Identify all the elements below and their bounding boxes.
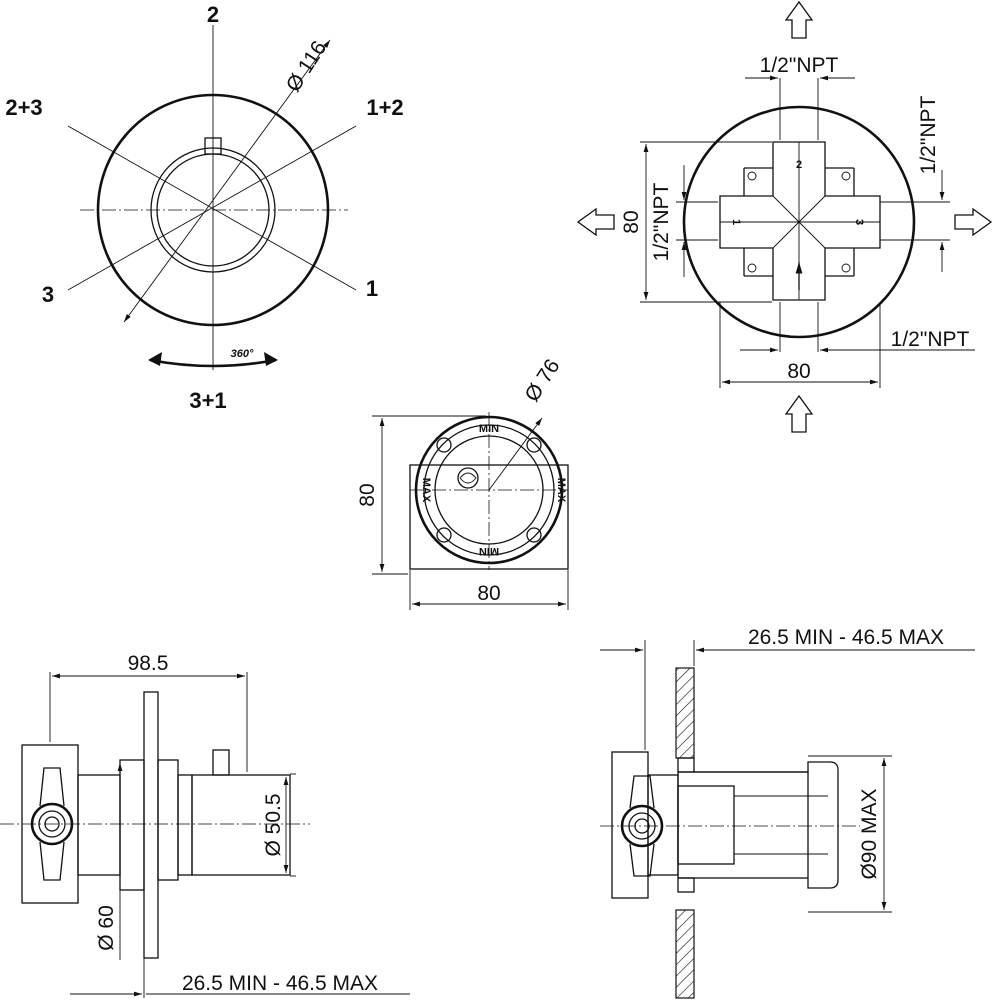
- arrow-up-icon: [784, 0, 814, 39]
- rotation-label: 360°: [231, 348, 254, 360]
- npt-left-label: 1/2"NPT: [650, 183, 673, 262]
- arrow-up-bottom-icon: [784, 394, 814, 433]
- port-label-1: 1: [730, 219, 742, 225]
- port-label-3: 3: [853, 219, 865, 225]
- view-front-scale: MIN MIN MAX MAX Ø 76 80 80: [356, 355, 569, 610]
- arrow-right-icon: [954, 207, 993, 237]
- view-side-elevation: 98.5 Ø 50.5 Ø 60 26.5 MIN - 46.5 MAX: [0, 652, 410, 998]
- dim-range-right: 26.5 MIN - 46.5 MAX: [748, 626, 944, 649]
- dim-diameter-90-max: Ø90 MAX: [858, 788, 881, 879]
- npt-top-label: 1/2"NPT: [760, 54, 839, 77]
- diameter-76-label: Ø 76: [521, 355, 565, 406]
- scale-max-right: MAX: [555, 478, 567, 503]
- wall-section-upper: [675, 667, 695, 759]
- position-label-3-1: 3+1: [189, 388, 226, 413]
- wall-section-lower: [675, 909, 695, 999]
- dim-length-98-5: 98.5: [128, 652, 169, 675]
- brand-logo-icon: [457, 467, 479, 489]
- position-label-2-3: 2+3: [5, 95, 42, 120]
- arrow-left-icon: [576, 207, 615, 237]
- scale-max-left: MAX: [420, 478, 432, 503]
- dim-diameter-50-5: Ø 50.5: [262, 793, 285, 856]
- diameter-116-label: Ø 116: [282, 37, 332, 96]
- dim-width-80-top: 80: [787, 360, 810, 383]
- scale-min-bottom: MIN: [479, 545, 499, 557]
- position-label-1-2: 1+2: [366, 95, 403, 120]
- view-handle-positions: 2 1+2 2+3 1 3 3+1 360° Ø 116: [5, 2, 403, 413]
- port-label-2: 2: [796, 159, 802, 171]
- view-wall-section: 26.5 MIN - 46.5 MAX Ø90 MAX: [600, 626, 975, 999]
- position-label-3: 3: [42, 282, 54, 307]
- position-label-2: 2: [207, 2, 219, 27]
- position-label-1: 1: [366, 276, 378, 301]
- scale-min-top: MIN: [479, 423, 499, 435]
- npt-right-label: 1/2"NPT: [917, 96, 940, 175]
- dim-height-80-middle: 80: [356, 483, 379, 506]
- dim-diameter-60: Ø 60: [95, 905, 118, 951]
- dim-width-80-middle: 80: [477, 582, 500, 605]
- npt-bottom-label: 1/2"NPT: [891, 328, 970, 351]
- dim-range-left: 26.5 MIN - 46.5 MAX: [182, 972, 378, 995]
- view-body-ports: 2 1 3 1/2"NPT 1/2"NPT 80 1/2"NPT 1/2"NPT: [576, 0, 993, 433]
- rotation-arrow-icon: [149, 358, 277, 368]
- dim-height-80-top: 80: [620, 210, 643, 233]
